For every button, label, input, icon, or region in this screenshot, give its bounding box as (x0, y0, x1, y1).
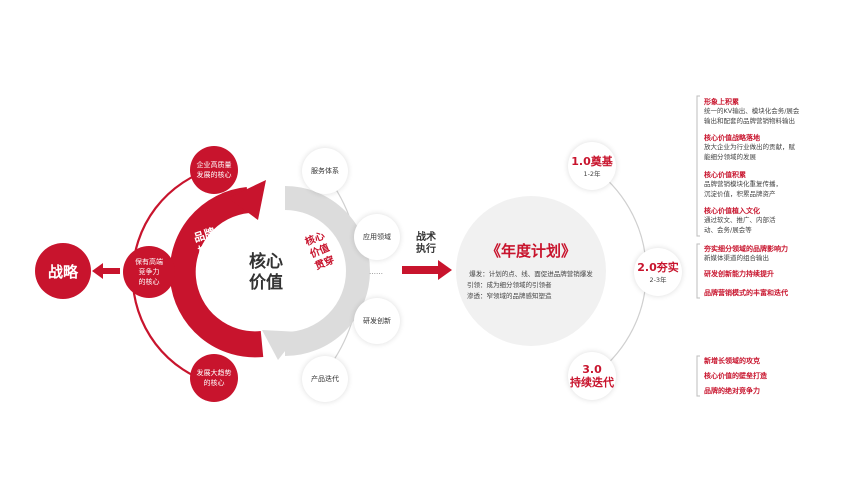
service-node-application-label: 应用领域 (363, 233, 391, 241)
note-stage2-3: 品牌营销模式的丰富和迭代 (704, 288, 844, 298)
service-node-product-label: 产品迭代 (311, 375, 339, 383)
core-gray-arc (284, 186, 370, 356)
strategy-arrow (92, 263, 120, 279)
left-node-bottom-label: 发展大趋势 的核心 (196, 369, 232, 387)
note-title: 核心价值的壁垒打造 (704, 372, 767, 380)
note-title: 核心价值战略落地 (704, 134, 760, 142)
service-ellipsis: …… (369, 268, 383, 276)
note-title: 品牌营销模式的丰富和迭代 (704, 289, 788, 297)
left-node-middle-label: 保有高端 竞争力 的核心 (135, 258, 163, 286)
note-stage3-1: 新增长领域的攻克 (704, 356, 844, 366)
timeline-stage-3-title: 3.0 持续迭代 (570, 363, 614, 389)
note-stage2-2: 研发创新能力持续提升 (704, 269, 844, 279)
bracket-stage3 (696, 355, 700, 397)
service-node-rd: 研发创新 (354, 298, 400, 344)
annual-plan-line-2: 引领：成为细分领域的引领者 (467, 281, 552, 289)
service-node-system-label: 服务体系 (311, 167, 339, 175)
core-red-arc (169, 187, 264, 358)
left-node-middle: 保有高端 竞争力 的核心 (123, 246, 175, 298)
note-body: 新媒体渠道的组合输出 (704, 254, 769, 262)
execution-arrow (402, 260, 452, 280)
timeline-stage-3: 3.0 持续迭代 (568, 352, 616, 400)
note-body: 放大企业为行业做出的贡献，赋 能细分领域的发展 (704, 143, 795, 161)
note-title: 研发创新能力持续提升 (704, 270, 774, 278)
bracket-stage2 (696, 243, 700, 299)
annual-plan-line-1: 爆发：计划的点、线、面促进品牌营销爆发 (469, 270, 593, 278)
core-main-label: 核心 价值 (249, 252, 283, 293)
execution-label: 战术 执行 (416, 232, 436, 255)
left-node-bottom: 发展大趋势 的核心 (190, 354, 238, 402)
timeline-stage-2-title: 2.0夯实 (637, 260, 679, 274)
core-red-arrowhead (228, 180, 266, 220)
note-stage1-2: 核心价值战略落地 放大企业为行业做出的贡献，赋 能细分领域的发展 (704, 133, 844, 162)
timeline-stage-2: 2.0夯实 2-3年 (634, 248, 682, 296)
note-title: 核心价值积累 (704, 171, 746, 179)
note-stage1-3: 核心价值积累 品牌营销模块化重复传播， 沉淀价值，积累品牌资产 (704, 170, 844, 199)
service-node-system: 服务体系 (302, 148, 348, 194)
note-title: 新增长领域的攻克 (704, 357, 760, 365)
service-node-rd-label: 研发创新 (363, 317, 391, 325)
left-node-top-label: 企业高质量 发展的核心 (196, 161, 232, 179)
annual-plan-circle: 《年度计划》 爆发：计划的点、线、面促进品牌营销爆发 引领：成为细分领域的引领者… (456, 196, 606, 346)
note-title: 品牌的绝对竞争力 (704, 387, 760, 395)
left-node-top: 企业高质量 发展的核心 (190, 146, 238, 194)
bracket-stage1 (696, 95, 700, 237)
note-stage1-1: 形象上积累 统一的KV输出、模块化会务/展会 输出和配套的品牌营销物料输出 (704, 97, 844, 126)
note-stage3-3: 品牌的绝对竞争力 (704, 386, 844, 396)
annual-plan-title: 《年度计划》 (485, 242, 576, 260)
note-stage3-2: 核心价值的壁垒打造 (704, 371, 844, 381)
strategy-circle: 战略 (35, 243, 91, 299)
timeline-stage-1: 1.0奠基 1-2年 (568, 142, 616, 190)
note-title: 夯实细分领域的品牌影响力 (704, 245, 788, 253)
timeline-stage-2-sub: 2-3年 (649, 275, 667, 284)
service-node-application: 应用领域 (354, 214, 400, 260)
core-gray-arrowhead (262, 330, 300, 360)
note-title: 核心价值植入文化 (704, 207, 760, 215)
timeline-stage-1-title: 1.0奠基 (571, 154, 613, 168)
note-body: 通过软文、推广、内部活 动、会务/展会等 (704, 216, 776, 234)
note-stage1-4: 核心价值植入文化 通过软文、推广、内部活 动、会务/展会等 (704, 206, 844, 235)
note-body: 品牌营销模块化重复传播， 沉淀价值，积累品牌资产 (704, 180, 782, 198)
note-body: 统一的KV输出、模块化会务/展会 输出和配套的品牌营销物料输出 (704, 107, 800, 125)
timeline-stage-1-sub: 1-2年 (583, 169, 601, 178)
strategy-label: 战略 (47, 262, 78, 281)
service-node-product: 产品迭代 (302, 356, 348, 402)
note-title: 形象上积累 (704, 98, 739, 106)
note-stage2-1: 夯实细分领域的品牌影响力 新媒体渠道的组合输出 (704, 244, 844, 264)
annual-plan-line-3: 渗透：窄领域的品牌感知塑造 (467, 292, 552, 300)
